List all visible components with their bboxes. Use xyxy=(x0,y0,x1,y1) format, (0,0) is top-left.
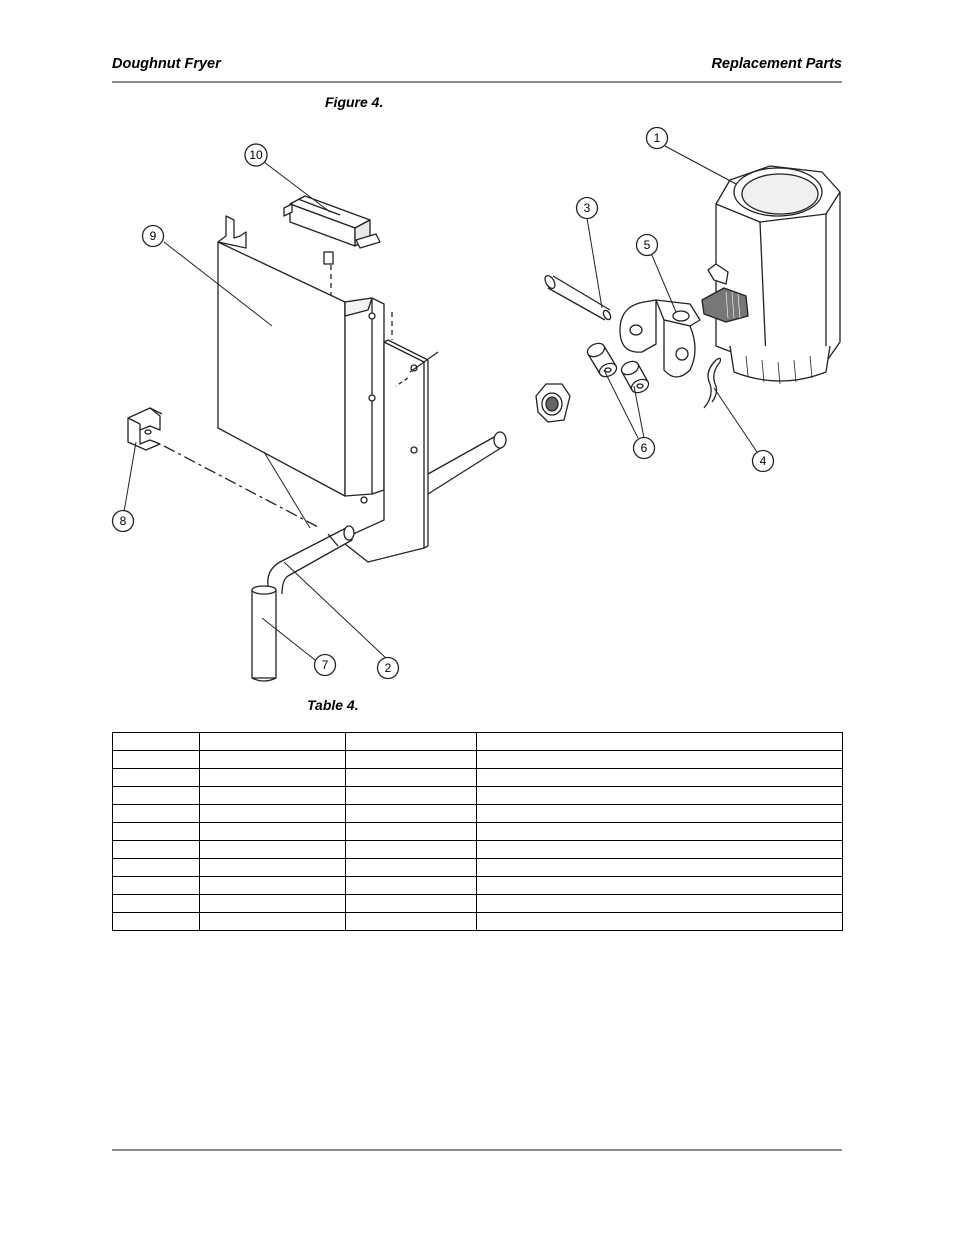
table-cell xyxy=(345,912,477,931)
svg-text:1: 1 xyxy=(654,131,661,145)
table-cell xyxy=(199,876,346,895)
balloon-9: 9 xyxy=(141,224,165,248)
switch-cover-part xyxy=(217,215,393,497)
table-cell xyxy=(476,912,843,931)
balloon-7: 7 xyxy=(313,653,337,677)
svg-text:8: 8 xyxy=(120,514,127,528)
svg-text:10: 10 xyxy=(249,148,263,162)
table-cell xyxy=(199,804,346,823)
table-cell xyxy=(476,840,843,859)
table-cell xyxy=(112,822,200,841)
table-cell xyxy=(476,768,843,787)
clevis-pin-part xyxy=(544,274,612,321)
svg-text:3: 3 xyxy=(584,201,591,215)
table-row xyxy=(112,840,843,859)
exploded-parts-diagram: 1 2 3 4 5 6 7 8 9 10 xyxy=(111,126,841,682)
balloon-10: 10 xyxy=(244,143,268,167)
table-cell xyxy=(345,858,477,877)
svg-text:7: 7 xyxy=(322,658,329,672)
table-cell xyxy=(345,732,477,751)
cotter-pin-part xyxy=(703,357,722,409)
table-cell xyxy=(112,858,200,877)
table-cell xyxy=(112,876,200,895)
leader-lines xyxy=(123,145,758,661)
balloon-5: 5 xyxy=(635,233,659,257)
clevis-bracket-part xyxy=(619,299,701,378)
balloon-4: 4 xyxy=(751,449,775,473)
svg-text:2: 2 xyxy=(385,661,392,675)
svg-text:4: 4 xyxy=(760,454,767,468)
table-cell xyxy=(345,840,477,859)
table-cell xyxy=(476,750,843,769)
micro-switch-part xyxy=(283,195,381,265)
table-cell xyxy=(199,822,346,841)
table-cell xyxy=(112,786,200,805)
table-cell xyxy=(199,750,346,769)
table-row xyxy=(112,858,843,877)
table-row xyxy=(112,768,843,787)
table-row xyxy=(112,876,843,895)
table-cell xyxy=(112,894,200,913)
header-title-right: Replacement Parts xyxy=(711,56,842,72)
table-cell xyxy=(476,732,843,751)
table-row xyxy=(112,732,843,751)
header-title-left: Doughnut Fryer xyxy=(112,56,221,72)
table-cell xyxy=(112,732,200,751)
table-cell xyxy=(345,804,477,823)
table-cell xyxy=(112,768,200,787)
table-cell xyxy=(345,768,477,787)
table-cell xyxy=(476,894,843,913)
table-cell xyxy=(476,858,843,877)
table-cell xyxy=(476,822,843,841)
table-cell xyxy=(112,750,200,769)
parts-table xyxy=(112,732,843,931)
mounting-bracket-part xyxy=(339,339,507,563)
table-cell xyxy=(345,876,477,895)
clip-part xyxy=(127,407,163,451)
table-cell xyxy=(476,804,843,823)
table-cell xyxy=(476,786,843,805)
table-cell xyxy=(345,786,477,805)
table-row xyxy=(112,822,843,841)
table-caption: Table 4. xyxy=(307,697,359,713)
footer-rule xyxy=(112,1149,842,1151)
table-cell xyxy=(476,876,843,895)
table-row xyxy=(112,894,843,913)
balloon-6: 6 xyxy=(632,436,656,460)
table-row xyxy=(112,786,843,805)
balloon-8: 8 xyxy=(111,509,135,533)
table-cell xyxy=(199,840,346,859)
svg-text:9: 9 xyxy=(150,229,157,243)
header-rule xyxy=(112,81,842,83)
table-cell xyxy=(199,858,346,877)
table-cell xyxy=(199,768,346,787)
hex-nut-part xyxy=(535,383,571,423)
svg-text:5: 5 xyxy=(644,238,651,252)
spacer-part-b xyxy=(620,360,650,394)
spacer-part-a xyxy=(586,342,618,378)
table-cell xyxy=(199,786,346,805)
table-row xyxy=(112,750,843,769)
table-row xyxy=(112,912,843,931)
table-cell xyxy=(345,822,477,841)
balloon-1: 1 xyxy=(645,126,669,150)
table-cell xyxy=(112,804,200,823)
table-cell xyxy=(112,912,200,931)
table-cell xyxy=(199,912,346,931)
table-cell xyxy=(199,894,346,913)
valve-body-part xyxy=(701,165,841,385)
parts-table-body xyxy=(112,732,843,931)
balloon-3: 3 xyxy=(575,196,599,220)
svg-text:6: 6 xyxy=(641,441,648,455)
table-cell xyxy=(199,732,346,751)
table-cell xyxy=(345,750,477,769)
table-cell xyxy=(112,840,200,859)
handle-rod-part xyxy=(251,525,355,682)
figure-caption: Figure 4. xyxy=(325,94,384,110)
table-cell xyxy=(345,894,477,913)
table-row xyxy=(112,804,843,823)
balloon-2: 2 xyxy=(376,656,400,680)
